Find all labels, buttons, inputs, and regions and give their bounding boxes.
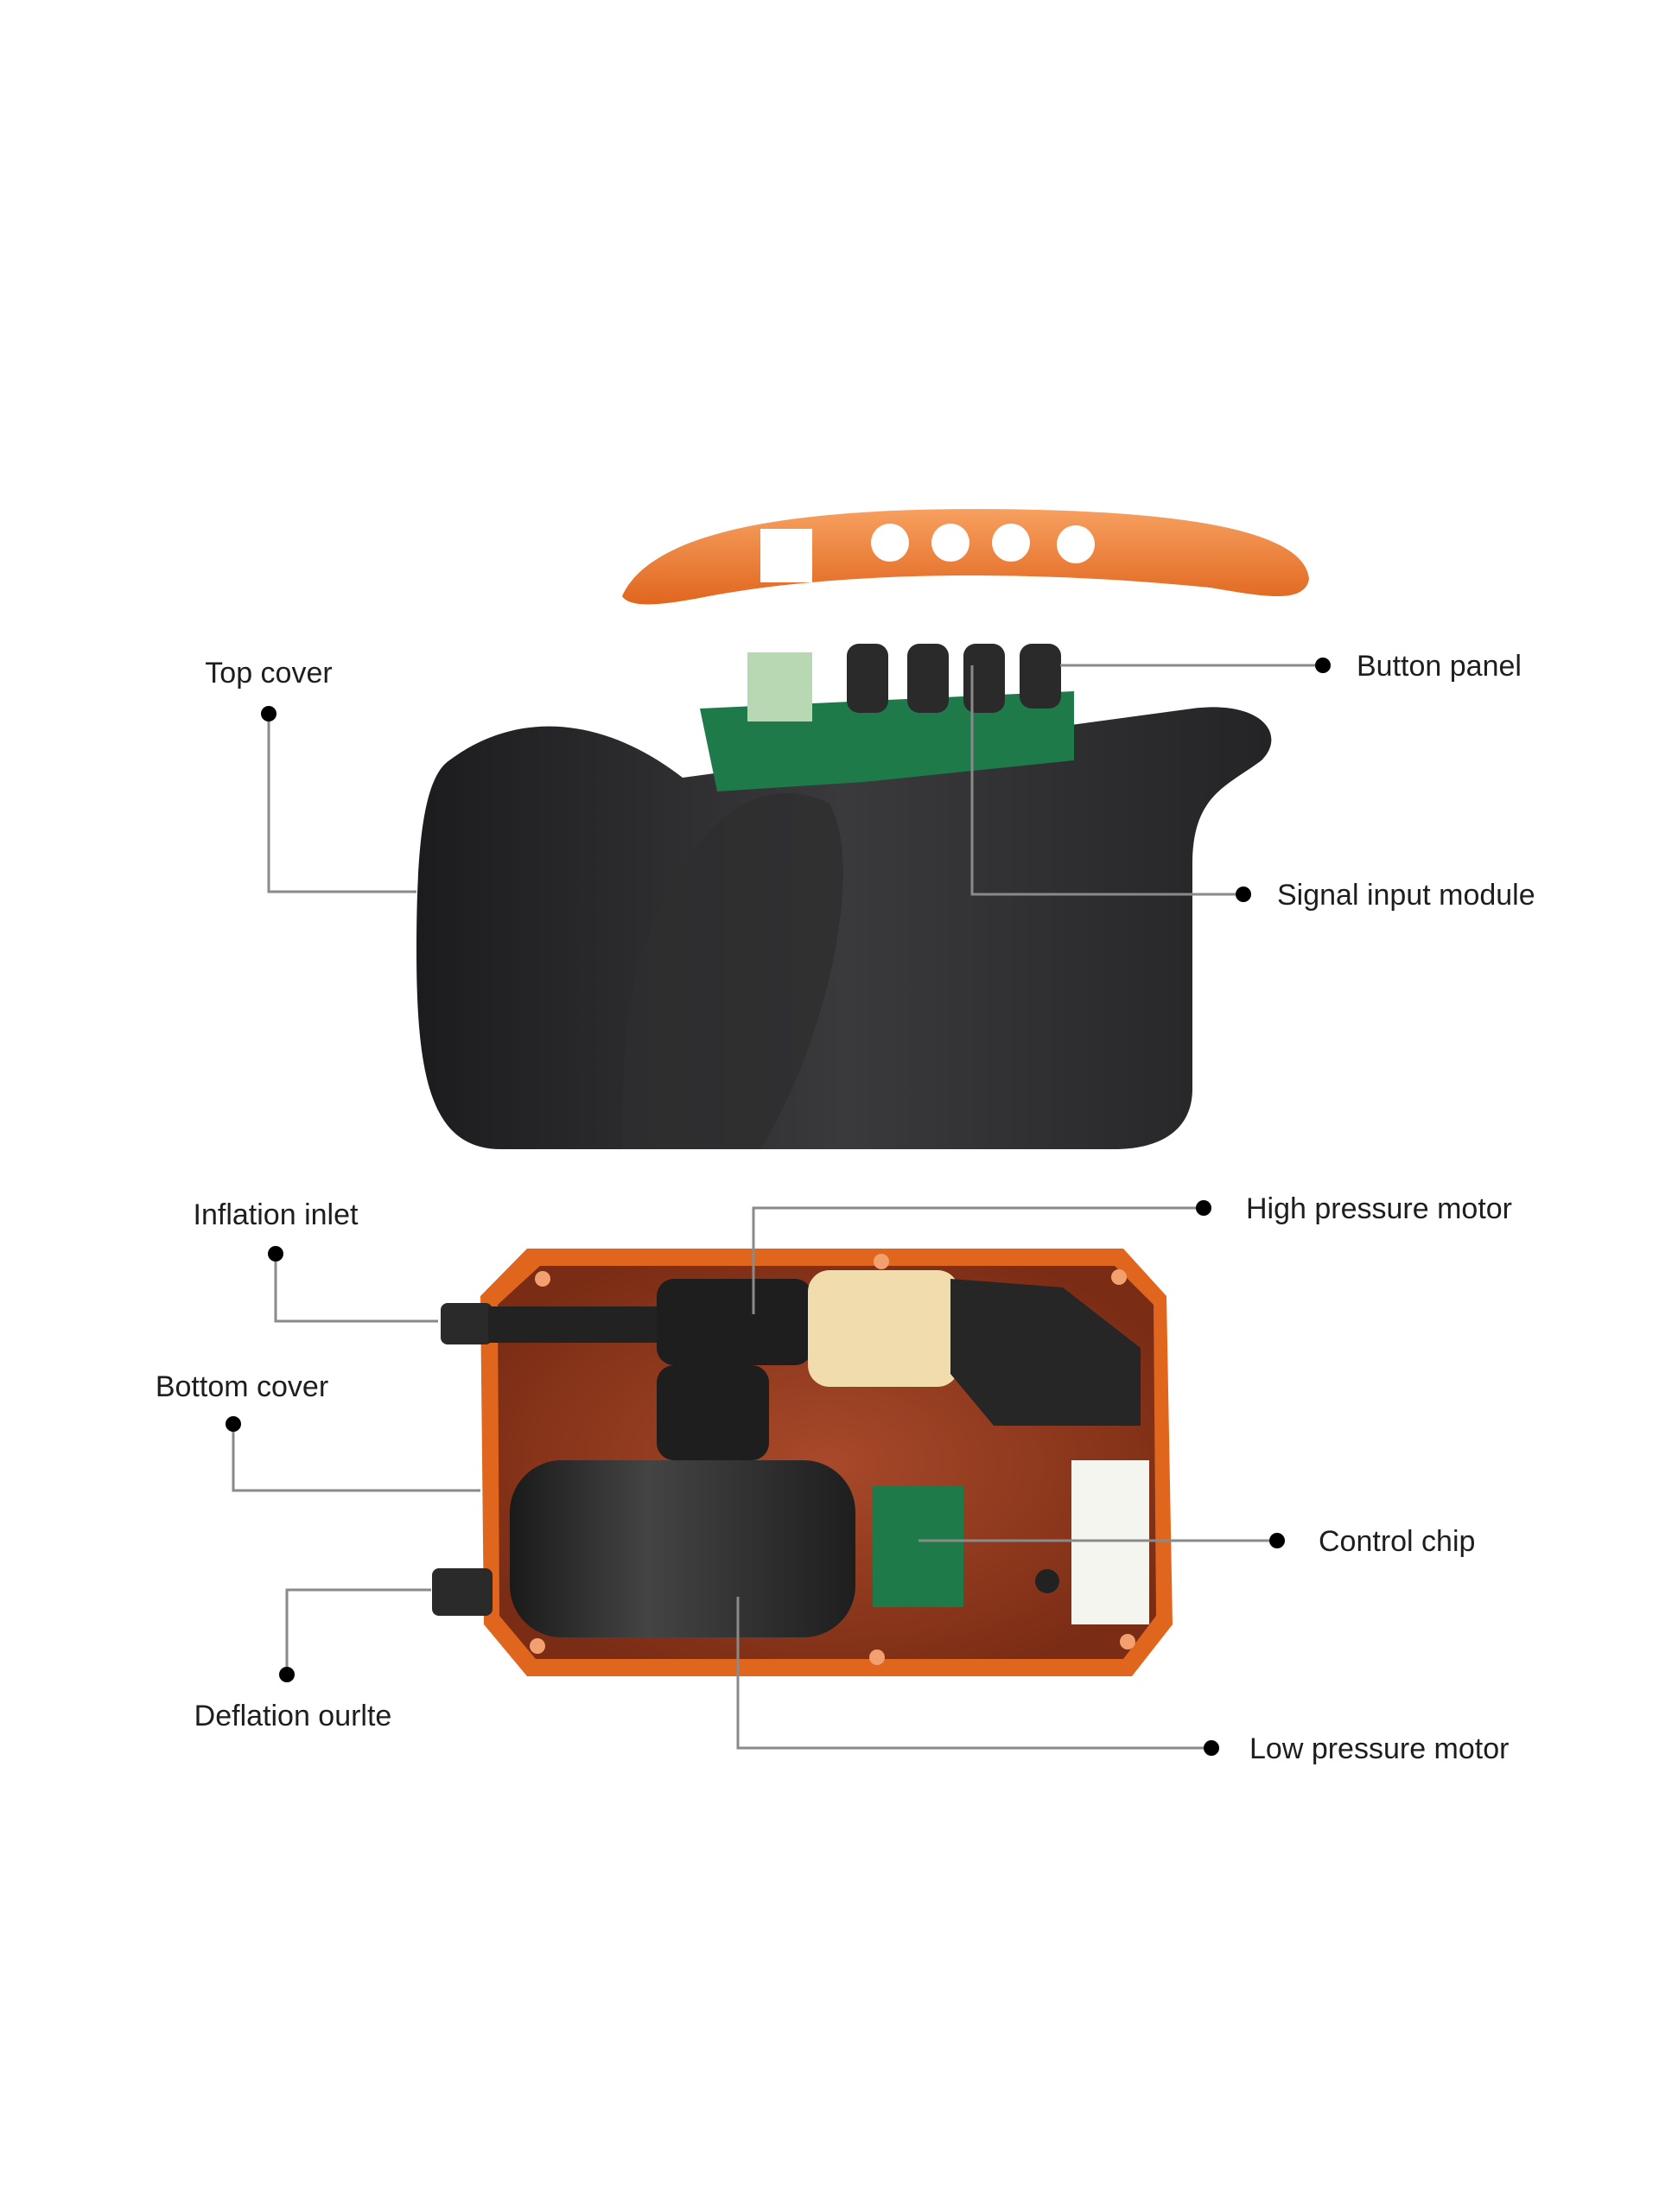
label-signal-input-module: Signal input module <box>1277 879 1535 912</box>
top-cover-dot <box>261 706 276 721</box>
control-chip-dot <box>1269 1533 1285 1548</box>
low-pressure-dot <box>1204 1740 1219 1756</box>
label-deflation-outlet: Deflation ourlte <box>194 1700 392 1732</box>
signal-input-dot <box>1236 887 1251 902</box>
label-high-pressure-motor: High pressure motor <box>1246 1192 1512 1225</box>
high-pressure-motor-part <box>441 1270 1141 1460</box>
top-cover-part <box>622 509 1309 605</box>
label-low-pressure-motor: Low pressure motor <box>1249 1732 1509 1765</box>
control-chip-part <box>873 1460 1149 1624</box>
signal-input-module-part <box>700 644 1074 791</box>
high-pressure-dot <box>1196 1200 1211 1216</box>
leader-lines <box>232 664 1323 1750</box>
label-control-chip: Control chip <box>1319 1525 1475 1558</box>
low-pressure-motor-part <box>432 1460 855 1637</box>
bottom-cover-dot <box>226 1416 241 1432</box>
label-top-cover: Top cover <box>205 657 332 690</box>
label-button-panel: Button panel <box>1357 650 1522 683</box>
label-inflation-inlet: Inflation inlet <box>194 1198 359 1231</box>
button-panel-dot <box>1315 658 1331 673</box>
inflation-inlet-dot <box>268 1246 283 1262</box>
deflation-outlet-dot <box>279 1667 295 1682</box>
leader-dots <box>226 658 1331 1756</box>
label-bottom-cover: Bottom cover <box>156 1370 328 1403</box>
pump-body <box>416 707 1272 1149</box>
